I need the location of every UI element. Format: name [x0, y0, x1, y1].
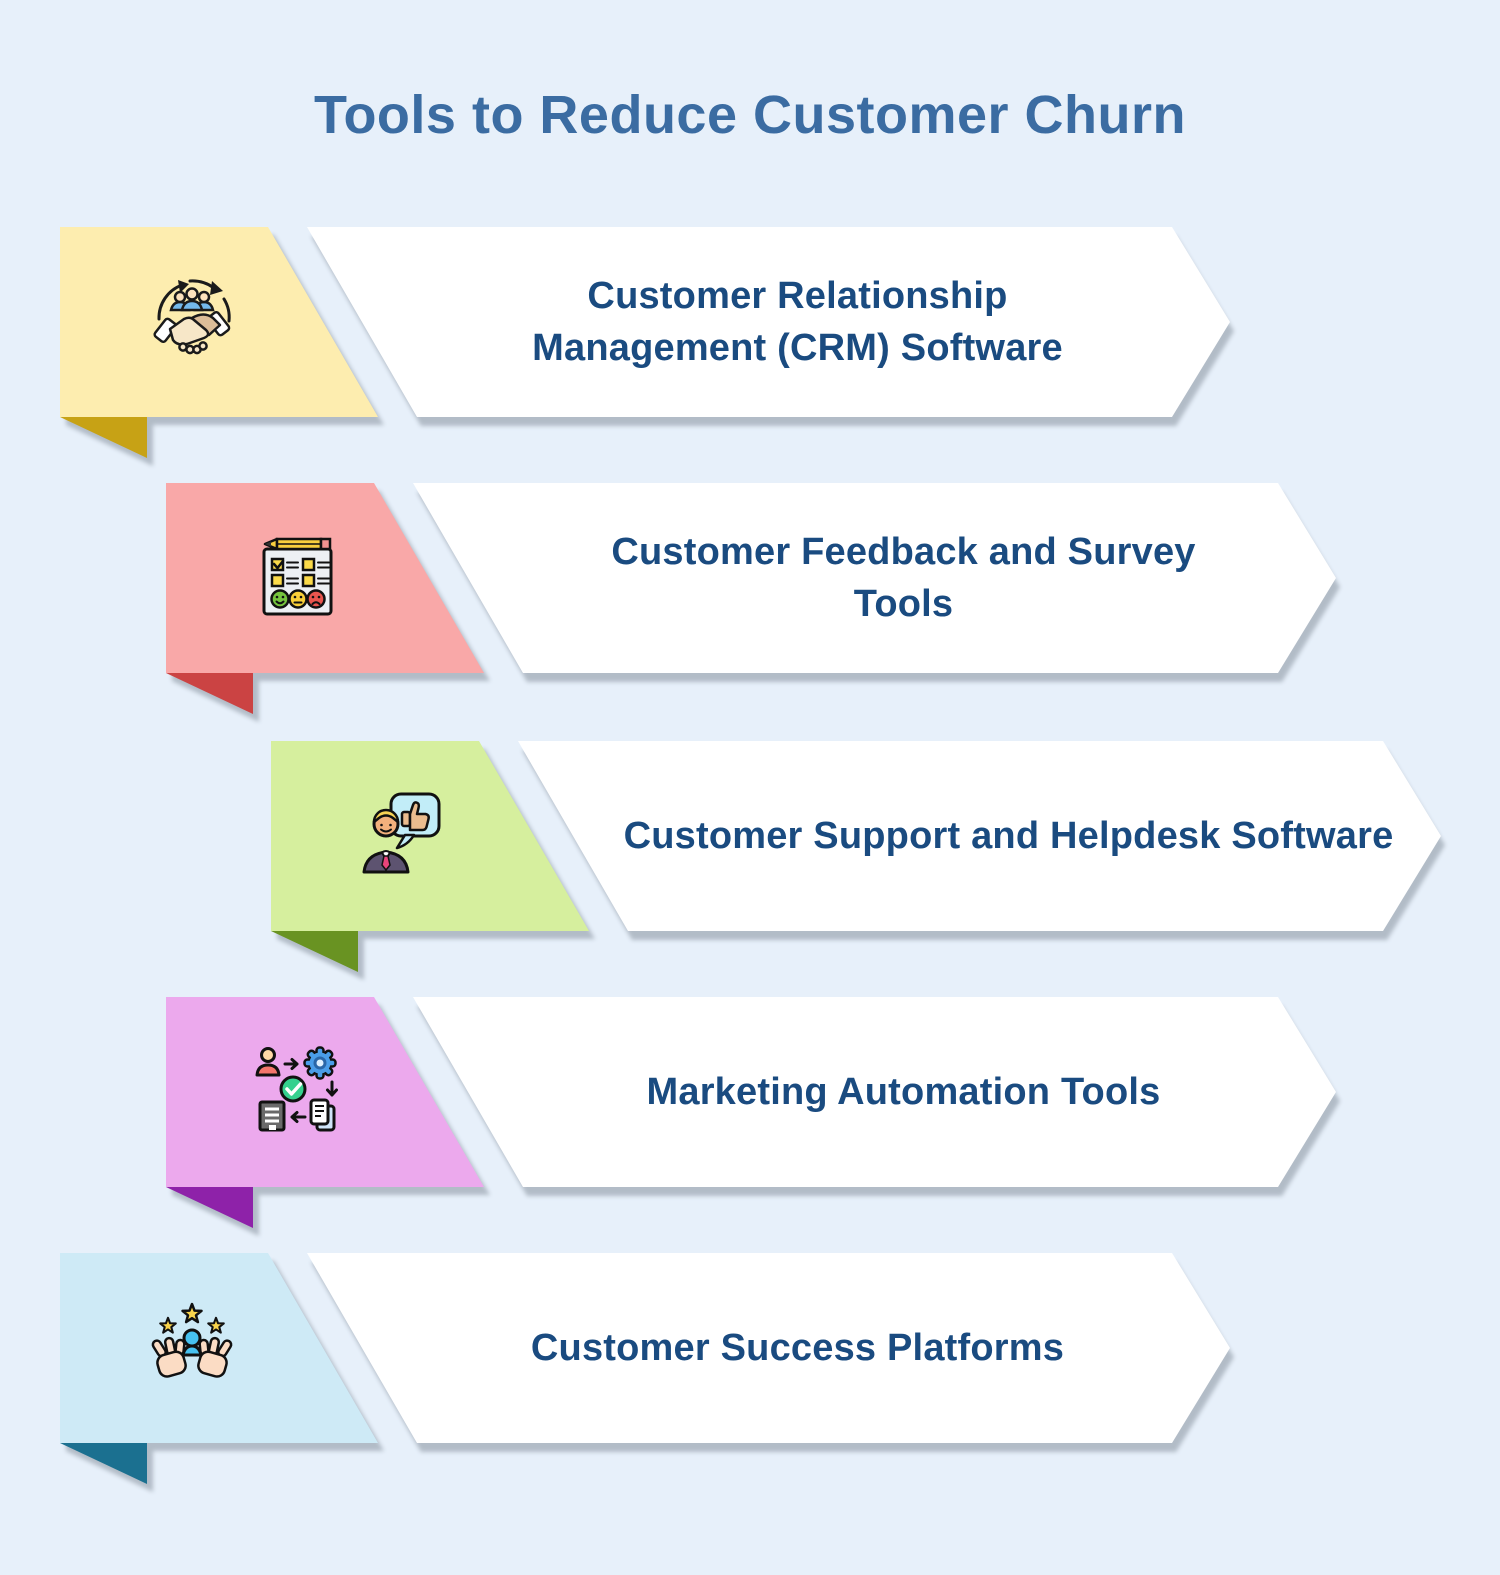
feedback-survey-icon	[248, 528, 348, 628]
ribbon-fold	[271, 931, 358, 972]
customer-success-icon	[142, 1298, 242, 1398]
marketing-automation-icon	[248, 1042, 348, 1142]
ribbon-fold	[60, 417, 147, 458]
tool-row-success: Customer Success Platforms	[0, 1253, 1500, 1488]
ribbon-fold	[166, 1187, 253, 1228]
tool-label: Customer Relationship Management (CRM) S…	[532, 275, 1063, 369]
ribbon-fold	[166, 673, 253, 714]
banner-arrow: Customer Relationship Management (CRM) S…	[307, 227, 1230, 417]
tool-row-support: Customer Support and Helpdesk Software	[0, 741, 1500, 976]
page-title: Tools to Reduce Customer Churn	[313, 85, 1187, 145]
tool-label: Marketing Automation Tools	[646, 1071, 1161, 1113]
tool-row-automation: Marketing Automation Tools	[0, 997, 1500, 1232]
support-helpdesk-icon	[353, 786, 453, 886]
crm-handshake-icon	[142, 272, 242, 372]
banner-arrow: Customer Support and Helpdesk Software	[518, 741, 1441, 931]
banner-arrow: Customer Success Platforms	[307, 1253, 1230, 1443]
banner-arrow: Customer Feedback and Survey Tools	[413, 483, 1336, 673]
banner-arrow: Marketing Automation Tools	[413, 997, 1336, 1187]
tool-label: Customer Success Platforms	[530, 1327, 1065, 1369]
tool-row-crm: Customer Relationship Management (CRM) S…	[0, 227, 1500, 462]
tool-label: Customer Support and Helpdesk Software	[623, 815, 1394, 857]
ribbon-fold	[60, 1443, 147, 1484]
tool-label: Customer Feedback and Survey Tools	[611, 531, 1196, 625]
tool-row-feedback: Customer Feedback and Survey Tools	[0, 483, 1500, 718]
